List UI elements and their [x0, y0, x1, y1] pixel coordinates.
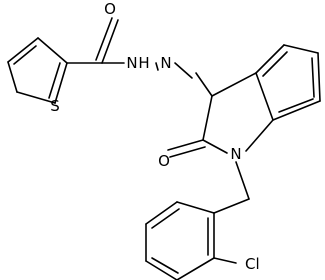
- atom-N-indole: N: [230, 145, 241, 163]
- atom-Cl: Cl: [245, 255, 260, 273]
- indole-benzene-ring: [255, 44, 321, 121]
- atom-N-hydrazone-2: N: [160, 54, 171, 72]
- atom-S-thiophene: S: [50, 97, 60, 115]
- thiophene-ring: [7, 37, 68, 104]
- oxindole-ring: [167, 72, 274, 158]
- atom-H-hydrazone: H: [138, 54, 149, 72]
- amide-hydrazone-chain: [66, 17, 213, 97]
- atom-labels: O S N H N O N Cl: [50, 0, 259, 273]
- atom-N-hydrazone-1: N: [126, 54, 137, 72]
- chlorobenzene-ring: [145, 201, 237, 280]
- atom-O-amide: O: [104, 0, 116, 18]
- atom-O-oxindole: O: [158, 152, 170, 170]
- benzyl-linker: [213, 161, 250, 214]
